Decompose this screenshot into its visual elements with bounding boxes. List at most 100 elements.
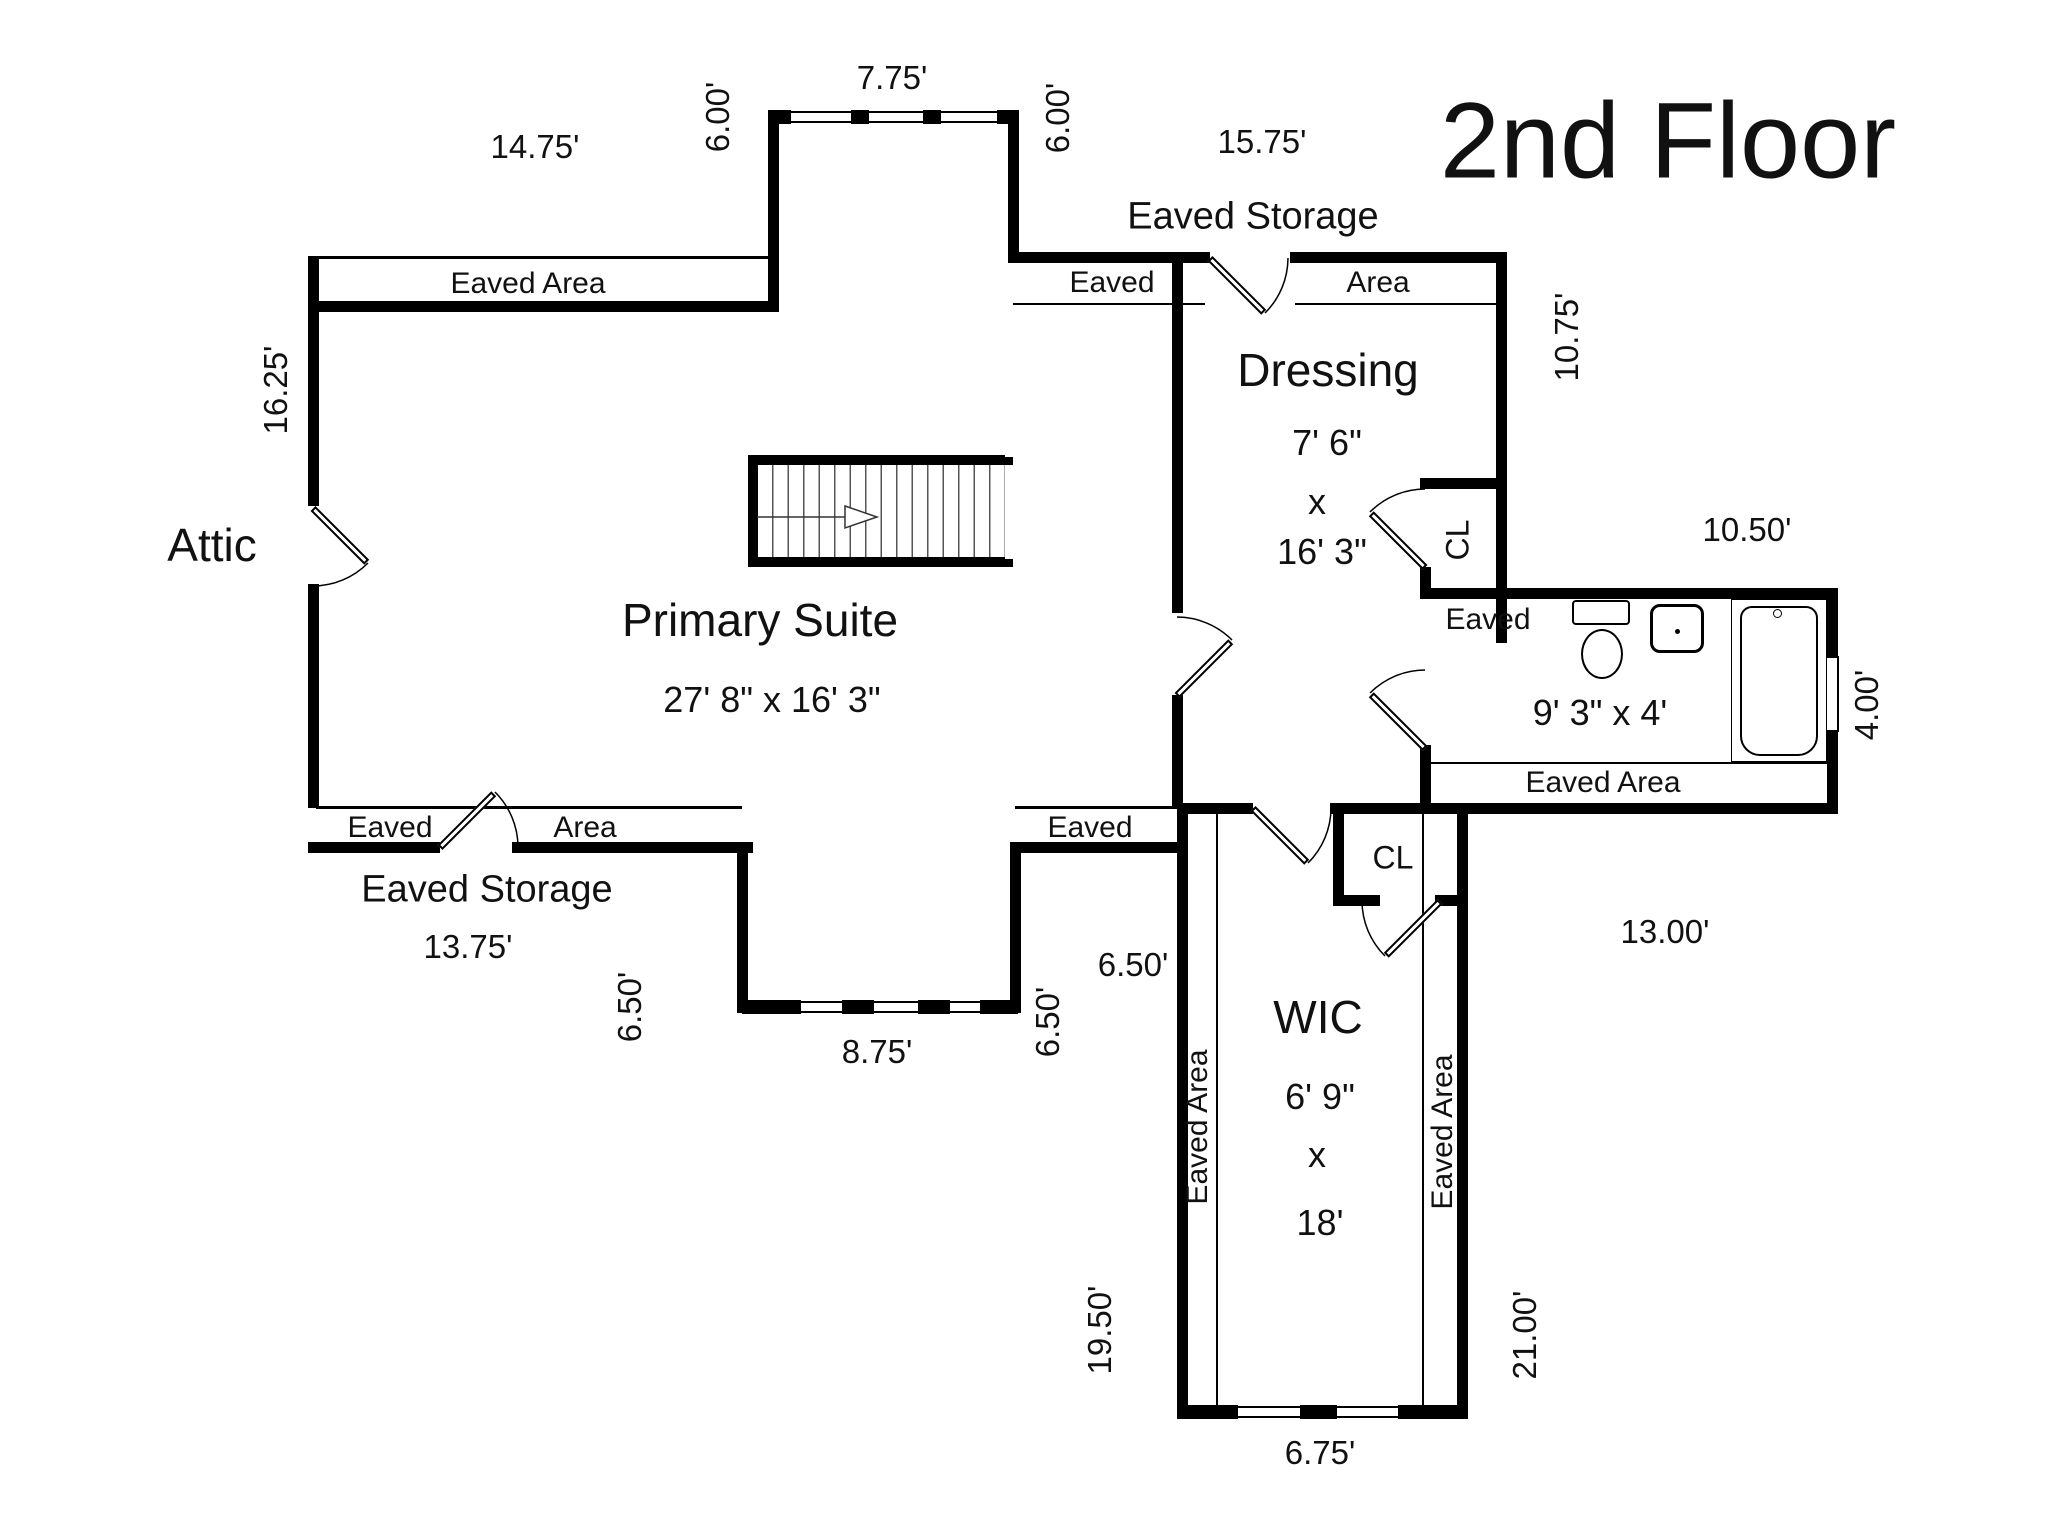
eave-line-bath-bottom	[1430, 762, 1830, 764]
wall-wic-left	[1177, 803, 1188, 1418]
dim-bath-depth: 4.00'	[1848, 669, 1885, 741]
wall-cl1-top	[1420, 478, 1507, 489]
wall-band-bottom-a	[308, 842, 440, 853]
dim-dormer-width: 7.75'	[856, 59, 928, 96]
window-dormer	[768, 110, 1019, 124]
area-top-right-label: Area	[1346, 266, 1410, 299]
attic-door-arc	[312, 562, 369, 587]
wall-dressing-left-lower	[1172, 695, 1183, 808]
page-title: 2nd Floor	[1439, 79, 1897, 201]
eaved-top-mid-label: Eaved	[1069, 266, 1155, 299]
wall-wic-top-b	[1330, 803, 1838, 814]
dim-dormer-left-depth: 6.00'	[699, 81, 736, 153]
dim-bump-left-depth: 6.50'	[611, 971, 648, 1043]
closet-wic-door-arc	[1361, 900, 1386, 957]
wall-top-right-b	[1290, 252, 1504, 263]
closet-label-dressing: CL	[1439, 519, 1476, 561]
dim-dressing-height: 10.75'	[1548, 292, 1585, 382]
dim-bump-right-depth: 6.50'	[1029, 986, 1066, 1058]
window-primary-bump	[742, 1000, 1018, 1014]
wall-bath-top	[1420, 588, 1838, 599]
wall-dressing-left-upper	[1172, 252, 1183, 613]
eave-line-band-right	[1015, 806, 1177, 809]
wall-band-bottom-b	[512, 842, 753, 853]
wall-left-upper	[308, 256, 319, 506]
eaved-area-bath-label: Eaved Area	[1525, 766, 1681, 799]
eave-line-top-right-b	[1295, 303, 1501, 305]
dim-bath-width: 10.50'	[1702, 511, 1792, 548]
eaved-bath-label: Eaved	[1445, 603, 1531, 636]
wall-cl2-bottom-b	[1435, 895, 1468, 906]
wall-bump-left	[737, 842, 748, 1013]
wall-top-band-bottom	[308, 301, 779, 312]
wall-cl2-bottom-a	[1333, 895, 1380, 906]
dim-top-left-width: 14.75'	[490, 128, 580, 165]
room-label-primary-suite: Primary Suite	[621, 594, 899, 646]
wall-bump-right	[1010, 842, 1021, 1013]
wall-top-right-a	[1008, 252, 1210, 263]
eave-line-top-right-a	[1013, 303, 1205, 305]
dim-top-right-width: 15.75'	[1217, 123, 1307, 160]
primary-suite-dimensions: 27' 8" x 16' 3"	[663, 679, 881, 720]
staircase	[748, 455, 1005, 567]
eave-line-band-left	[316, 806, 742, 809]
eave-line-wic-left	[1216, 803, 1218, 1405]
wall-wic-top-a	[1177, 803, 1253, 814]
eaved-storage-top-label: Eaved Storage	[1127, 195, 1379, 238]
eave-line-wic-right	[1422, 803, 1424, 1405]
wic-width: 6' 9"	[1285, 1076, 1355, 1117]
dressing-by: x	[1308, 481, 1326, 522]
wall-cl1-left-stub	[1420, 567, 1431, 599]
room-label-wic: WIC	[1273, 991, 1363, 1043]
sink	[1650, 604, 1704, 653]
eaved-storage-bottom-label: Eaved Storage	[361, 868, 613, 911]
stairs-direction-arrowhead	[844, 504, 880, 530]
wall-dormer-right	[1008, 112, 1019, 263]
area-bottom-left-label: Area	[553, 811, 617, 844]
wall-dormer-left	[768, 112, 779, 308]
wic-by: x	[1308, 1134, 1326, 1175]
stairs-bottom-notch	[1003, 559, 1013, 567]
toilet-tank	[1572, 600, 1630, 625]
eaved-bottom-left-label: Eaved	[347, 811, 433, 844]
bathroom-dimensions: 9' 3" x 4'	[1532, 692, 1668, 733]
dim-wic-bottom-width: 6.75'	[1284, 1434, 1356, 1471]
dressing-width: 7' 6"	[1292, 422, 1362, 463]
dim-dormer-right-depth: 6.00'	[1039, 82, 1076, 154]
wall-cl2-left	[1333, 803, 1344, 901]
bathroom-door-arc	[1369, 669, 1426, 694]
closet-label-wic: CL	[1372, 839, 1414, 876]
wall-bath-entry-stub	[1420, 745, 1431, 805]
window-wic	[1177, 1405, 1468, 1419]
dim-bump-width: 8.75'	[841, 1033, 913, 1070]
bathtub-faucet	[1773, 609, 1782, 618]
wall-dressing-right	[1496, 252, 1507, 643]
toilet-bowl	[1581, 629, 1623, 679]
eaved-bottom-mid-label: Eaved	[1047, 811, 1133, 844]
dressing-length: 16' 3"	[1277, 531, 1367, 572]
storage-band-door-arc	[494, 791, 519, 848]
wic-door-arc	[1307, 807, 1332, 864]
eaved-area-wic-left-label: Eaved Area	[1181, 1049, 1214, 1205]
dim-right-mid-width: 13.00'	[1620, 913, 1710, 950]
sink-drain	[1675, 629, 1680, 634]
room-label-dressing: Dressing	[1237, 344, 1419, 396]
wall-left-lower	[308, 584, 319, 808]
closet-dressing-door-arc	[1369, 488, 1426, 513]
dim-wic-right-height: 21.00'	[1506, 1290, 1543, 1380]
wic-length: 18'	[1296, 1202, 1344, 1243]
stairs-top-notch	[1003, 457, 1013, 465]
primary-hall-door-arc	[1176, 616, 1233, 641]
eave-line-top-left	[313, 256, 768, 259]
wall-wic-right	[1457, 803, 1468, 1418]
dim-storage-bottom-width: 13.75'	[423, 928, 513, 965]
dim-wic-top-offset: 6.50'	[1097, 946, 1169, 983]
dim-wic-left-height: 19.50'	[1081, 1285, 1118, 1375]
wall-band-right-thick	[1010, 842, 1177, 853]
dim-left-height: 16.25'	[257, 345, 294, 435]
eaved-area-top-left-label: Eaved Area	[450, 267, 606, 300]
bathtub	[1740, 606, 1818, 756]
room-label-attic: Attic	[167, 519, 257, 571]
